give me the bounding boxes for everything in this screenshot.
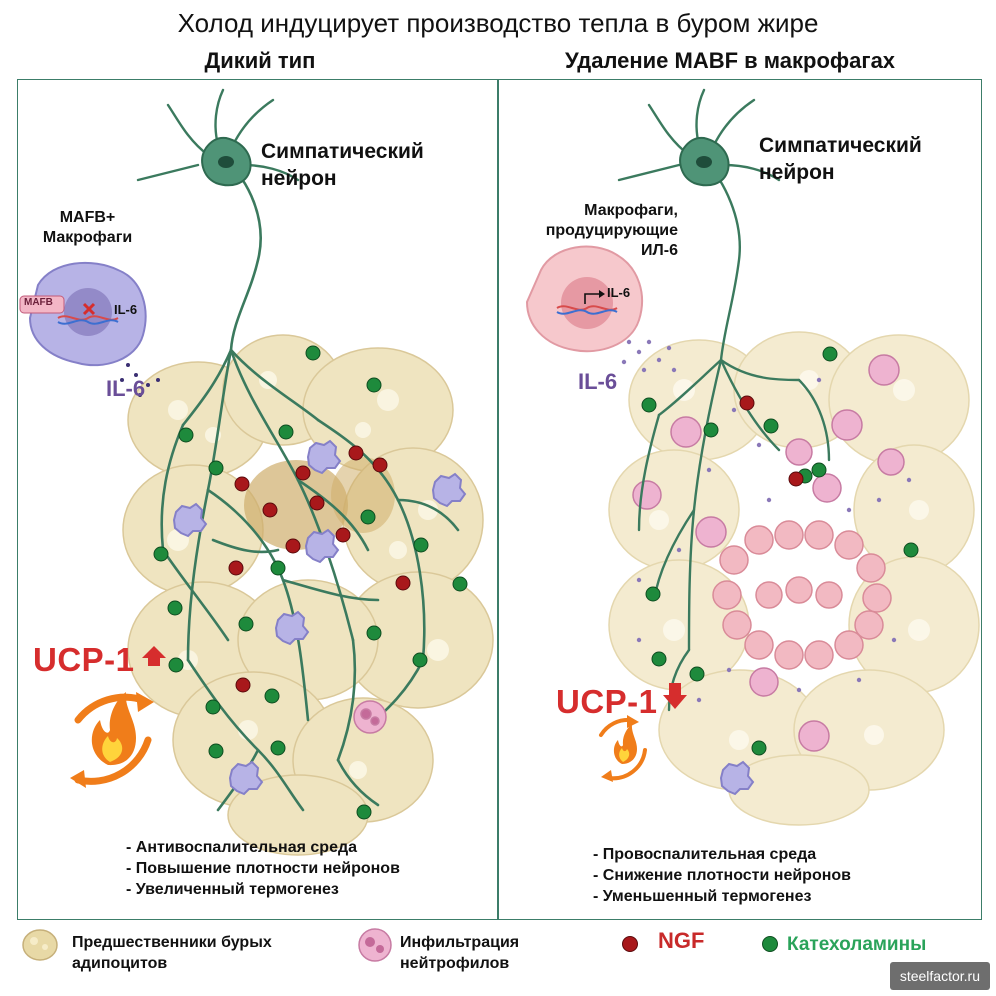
mafb-macrophage bbox=[19, 261, 147, 367]
left-bullet-list: - Антивоспалительная среда - Повышение п… bbox=[126, 837, 400, 900]
thermogenesis-fire-icon bbox=[599, 715, 647, 782]
il6-particles bbox=[120, 363, 160, 397]
left-panel-title: Дикий тип bbox=[204, 48, 316, 73]
adipocyte-legend-icon bbox=[22, 929, 58, 961]
right-macrophage-label: Макрофаги, продуцирующие ИЛ-6 bbox=[545, 202, 678, 259]
right-bullet-3: - Уменьшенный термогенез bbox=[593, 888, 812, 905]
sympathetic-neuron-branches bbox=[160, 158, 460, 812]
mabf-deletion-panel: Симпатический нейрон Макрофаги, продуцир… bbox=[498, 79, 982, 920]
wild-type-panel: Симпатический нейрон MAFB+ Макрофаги MAF… bbox=[17, 79, 498, 920]
brown-adipocyte-core bbox=[244, 460, 348, 550]
right-panel-title: Удаление MABF в макрофагах bbox=[564, 48, 896, 73]
neutrophil-ring bbox=[712, 520, 892, 670]
wild-type-illustration bbox=[19, 88, 494, 856]
left-neuron-label: Симпатический нейрон bbox=[261, 140, 424, 190]
ngf-legend-icon bbox=[622, 936, 638, 952]
right-il6-label: IL-6 bbox=[578, 369, 618, 394]
watermark-badge: steelfactor.ru bbox=[889, 962, 990, 990]
thermogenesis-fire-icon bbox=[70, 692, 154, 788]
neutrophil-cell bbox=[353, 700, 387, 734]
il6-macrophage bbox=[525, 245, 643, 353]
left-bullet-2: - Повышение плотности нейронов bbox=[126, 860, 400, 877]
left-ucp1-label: UCP-1 bbox=[33, 641, 135, 678]
infiltrating-neutrophils bbox=[632, 354, 905, 752]
right-ucp1-label: UCP-1 bbox=[556, 683, 658, 720]
adipocyte-droplets bbox=[649, 370, 930, 750]
right-bullet-list: - Провоспалительная среда - Снижение пло… bbox=[593, 844, 851, 907]
neuron-soma-icon bbox=[201, 136, 252, 187]
ngf-dots bbox=[228, 445, 411, 693]
adipocyte-legend-label: Предшественники бурых адипоцитов bbox=[72, 934, 272, 972]
catecholamine-legend-icon bbox=[762, 936, 778, 952]
neutrophil-legend-label: Инфильтрация нейтрофилов bbox=[400, 934, 520, 972]
il6-particles bbox=[621, 339, 912, 703]
mabf-deletion-illustration bbox=[525, 88, 980, 826]
ngf-dots bbox=[739, 395, 804, 487]
macrophage-cells bbox=[172, 439, 467, 796]
neutrophil-legend-icon bbox=[358, 928, 392, 962]
left-il6-gene-label: IL-6 bbox=[114, 302, 138, 317]
figure-title: Холод индуцирует производство тепла в бу… bbox=[177, 8, 819, 38]
sympathetic-neuron-branches bbox=[637, 158, 831, 712]
catecholamine-legend-label: Катехоламины bbox=[787, 934, 927, 955]
ngf-legend-label: NGF bbox=[658, 928, 705, 953]
left-macrophage-label: MAFB+ Макрофаги bbox=[42, 209, 133, 246]
ucp1-up-arrow-icon bbox=[142, 646, 166, 666]
ucp1-down-arrow-icon bbox=[663, 683, 687, 709]
macrophage-cell bbox=[719, 760, 755, 796]
mafb-gene-label: MAFB bbox=[24, 297, 53, 308]
left-bullet-1: - Антивоспалительная среда bbox=[126, 839, 358, 856]
left-il6-label: IL-6 bbox=[106, 376, 146, 401]
left-bullet-3: - Увеличенный термогенез bbox=[126, 881, 339, 898]
neuron-soma-icon bbox=[679, 136, 730, 187]
right-bullet-1: - Провоспалительная среда bbox=[593, 846, 817, 863]
right-neuron-label: Симпатический нейрон bbox=[759, 134, 922, 184]
right-bullet-2: - Снижение плотности нейронов bbox=[593, 867, 851, 884]
right-il6-gene-label: IL-6 bbox=[607, 285, 631, 300]
